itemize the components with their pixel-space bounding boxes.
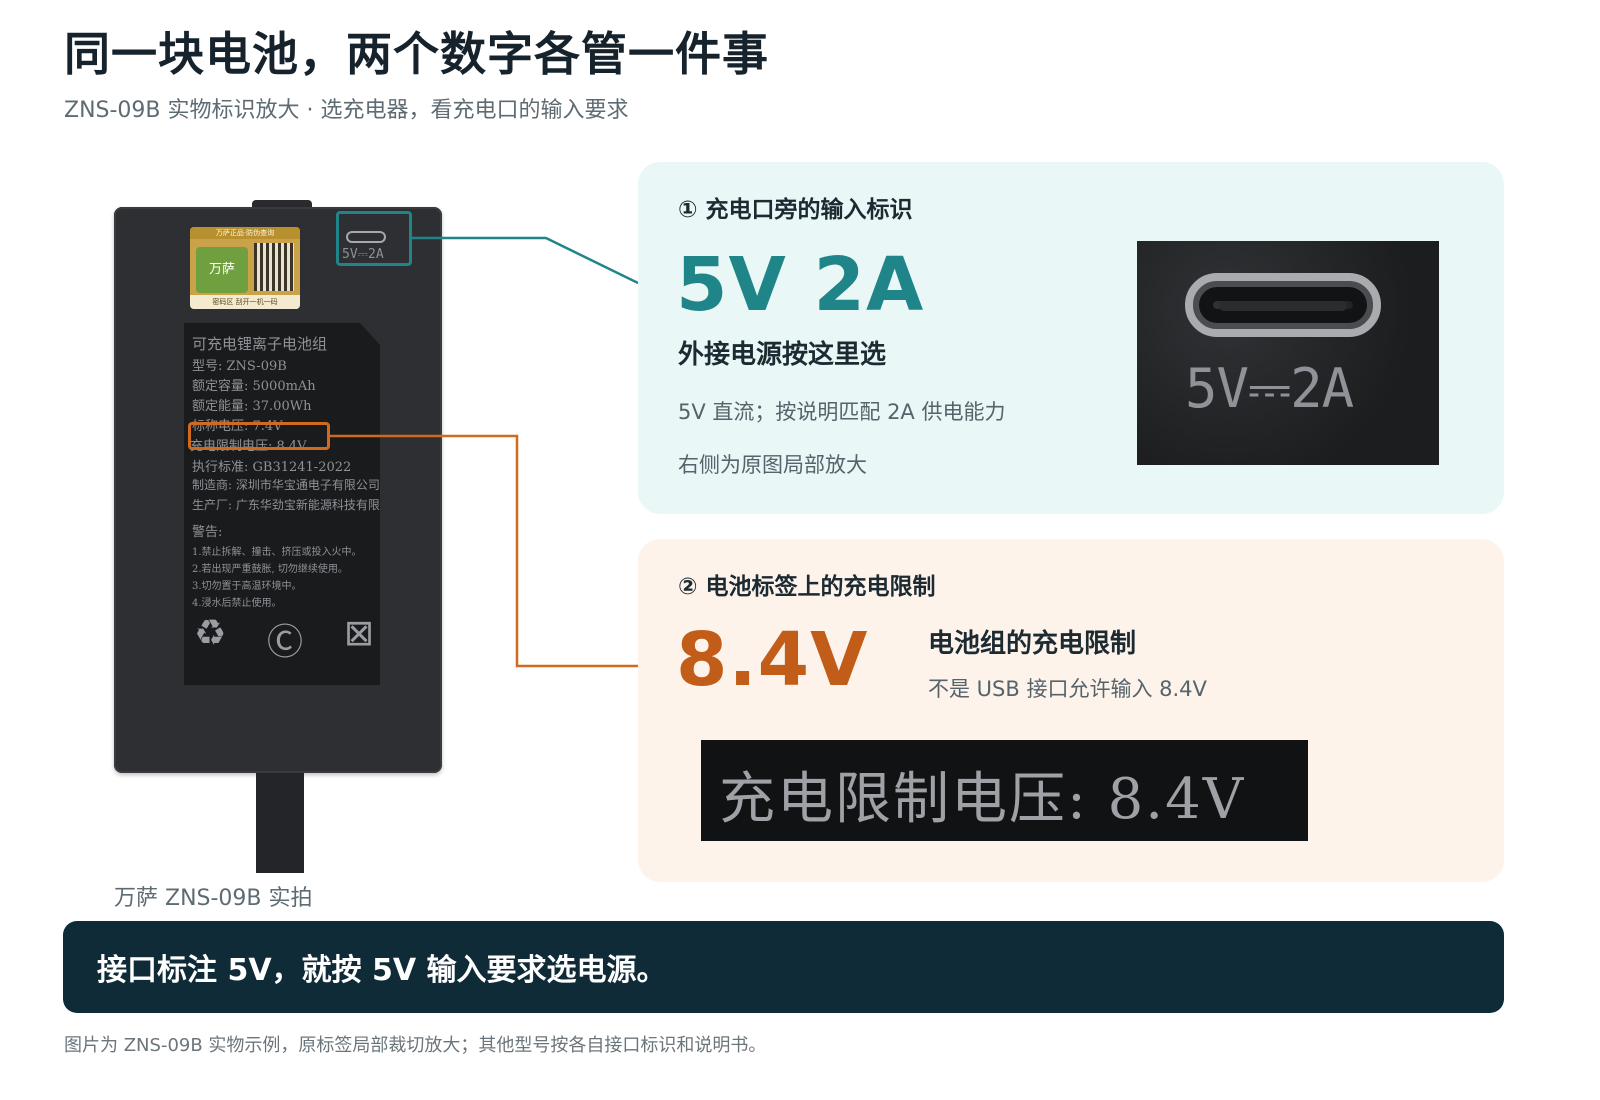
- label-line: 可充电锂离子电池组: [192, 335, 328, 353]
- recycle-icon: ♻: [194, 613, 227, 654]
- battery-label: 可充电锂离子电池组 型号: ZNS-09B 额定容量: 5000mAh 额定能量…: [184, 323, 380, 685]
- battery-cable: [256, 773, 304, 873]
- certification-symbols: ♻ Ⓒ ⊠: [194, 613, 374, 665]
- card-lead: 电池组的充电限制: [928, 629, 1137, 659]
- card-note: 不是 USB 接口允许输入 8.4V: [928, 677, 1207, 701]
- label-line: 生产厂: 广东华劲宝新能源科技有限公司: [192, 498, 404, 512]
- card-note: 5V 直流；按说明匹配 2A 供电能力: [678, 400, 1006, 424]
- battery-photo: 万萨正品·防伪查询 万萨 密码区 刮开一机一码 5V⎓2A 可充电锂离子电池组 …: [114, 207, 442, 773]
- card-note: 右侧为原图局部放大: [678, 453, 867, 477]
- summary-banner: 接口标注 5V，就按 5V 输入要求选电源。: [63, 921, 1504, 1013]
- footnote: 图片为 ZNS-09B 实物示例，原标签局部裁切放大；其他型号按各自接口标识和说…: [64, 1035, 767, 1056]
- charge-limit-value: 8.4V: [676, 617, 869, 703]
- teal-connector: [412, 236, 639, 285]
- crossed-bin-icon: ⊠: [343, 613, 374, 654]
- usb-c-tongue: [1219, 301, 1347, 311]
- charge-limit-card: ② 电池标签上的充电限制 8.4V 电池组的充电限制 不是 USB 接口允许输入…: [638, 539, 1504, 882]
- label-line: 型号: ZNS-09B: [192, 359, 287, 374]
- card-heading: ② 电池标签上的充电限制: [678, 574, 936, 600]
- label-line: 2.若出现严重鼓胀, 切勿继续使用。: [192, 564, 348, 575]
- label-line: 警告:: [192, 525, 223, 540]
- port-zoom-image: 5V⎓2A: [1137, 241, 1439, 465]
- card-heading: ① 充电口旁的输入标识: [678, 197, 913, 223]
- label-line: 3.切勿置于高温环境中。: [192, 581, 302, 592]
- page-subtitle: ZNS-09B 实物标识放大 · 选充电器，看充电口的输入要求: [64, 98, 629, 123]
- label-line: 4.浸水后禁止使用。: [192, 598, 282, 609]
- usb-c-slot-icon: [346, 231, 386, 243]
- charge-limit-highlight-box: [188, 422, 330, 450]
- ccc-mark-icon: Ⓒ: [267, 622, 304, 663]
- sticker-header: 万萨正品·防伪查询: [190, 227, 300, 239]
- port-zoom-marking: 5V⎓2A: [1185, 357, 1354, 420]
- input-spec-value: 5V 2A: [676, 242, 925, 328]
- label-zoom-image: 充电限制电压: 8.4V: [701, 740, 1308, 841]
- label-line: 执行标准: GB31241-2022: [192, 460, 352, 475]
- port-highlight-box: [336, 211, 412, 266]
- label-line: 额定容量: 5000mAh: [192, 379, 316, 394]
- photo-caption: 万萨 ZNS-09B 实拍: [114, 886, 313, 911]
- battery-top-edge: [252, 200, 312, 210]
- anti-counterfeit-sticker: 万萨正品·防伪查询 万萨 密码区 刮开一机一码: [190, 227, 300, 309]
- usb-c-port: 5V⎓2A: [342, 225, 406, 267]
- label-line-charge-limit: 充电限制电压: 8.4V: [190, 439, 307, 454]
- usb-c-slot-icon: [1185, 273, 1381, 337]
- input-spec-card: ① 充电口旁的输入标识 5V 2A 外接电源按这里选 5V 直流；按说明匹配 2…: [638, 162, 1504, 514]
- card-lead: 外接电源按这里选: [678, 340, 887, 370]
- page-title: 同一块电池，两个数字各管一件事: [64, 27, 769, 81]
- label-line: 制造商: 深圳市华宝通电子有限公司: [192, 478, 380, 492]
- qr-code-icon: [254, 243, 294, 291]
- brand-logo: 万萨: [196, 247, 248, 293]
- label-line: 额定能量: 37.00Wh: [192, 399, 312, 414]
- label-line: 1.禁止拆解、撞击、挤压或投入火中。: [192, 547, 362, 558]
- sticker-footer: 密码区 刮开一机一码: [190, 295, 300, 309]
- label-zoom-text: 充电限制电压: 8.4V: [719, 767, 1246, 832]
- banner-text: 接口标注 5V，就按 5V 输入要求选电源。: [97, 953, 667, 988]
- port-marking: 5V⎓2A: [342, 247, 384, 262]
